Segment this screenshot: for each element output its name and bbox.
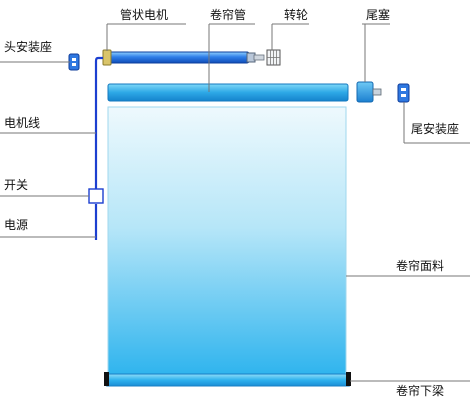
motor-shaft-tip: [253, 54, 265, 61]
head-bracket-icon: [68, 53, 80, 71]
label-bottom-rail: 卷帘下梁: [396, 384, 445, 398]
label-wheel: 转轮: [284, 8, 309, 22]
label-tail-bracket: 尾安装座: [411, 122, 460, 136]
tube-motor: [107, 51, 250, 64]
bottom-rail-right-cap: [346, 372, 351, 386]
label-fabric: 卷帘面料: [396, 259, 445, 273]
label-end-plug: 尾塞: [366, 8, 391, 22]
motor-wire: [94, 56, 103, 190]
blind-fabric: [107, 106, 347, 376]
switch-box: [88, 188, 104, 204]
tail-bracket-icon: [397, 83, 410, 103]
label-tube-motor: 管状电机: [120, 8, 169, 22]
bottom-rail: [105, 373, 351, 387]
label-switch: 开关: [4, 178, 29, 192]
end-plug: [356, 81, 382, 103]
label-roller-tube: 卷帘管: [210, 8, 247, 22]
motor-head: [102, 49, 112, 66]
drive-wheel: [266, 49, 281, 66]
bottom-rail-left-cap: [104, 372, 109, 386]
label-power: 电源: [4, 218, 29, 232]
label-head-bracket: 头安装座: [4, 40, 53, 54]
leader-lines: [0, 23, 470, 382]
label-motor-wire: 电机线: [4, 116, 41, 130]
roller-tube: [107, 83, 349, 102]
